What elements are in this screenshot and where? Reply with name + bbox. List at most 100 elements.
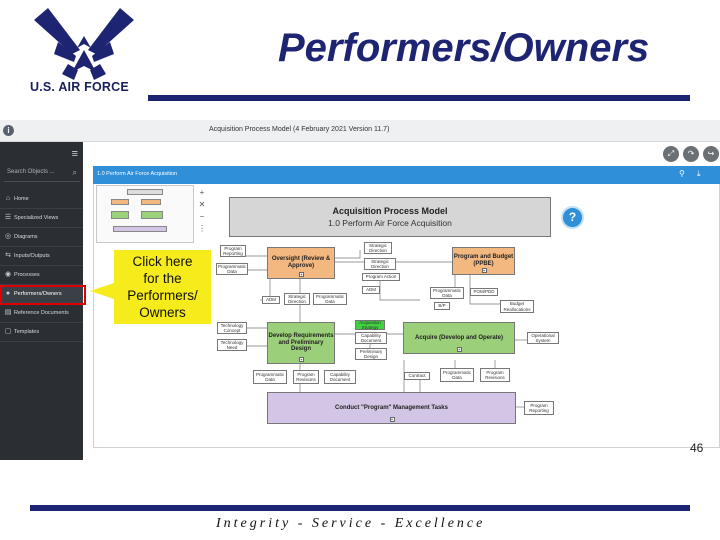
- user-icon: ●: [5, 290, 11, 297]
- flow-label[interactable]: Programmatic Data: [253, 370, 287, 384]
- flow-label[interactable]: Program Action: [362, 273, 400, 281]
- flow-label[interactable]: Budget Reallocations: [500, 300, 534, 313]
- info-icon[interactable]: i: [3, 125, 14, 136]
- oversight-process-box[interactable]: Oversight (Review & Approve) +: [267, 247, 335, 279]
- flow-label[interactable]: Strategic Direction: [364, 258, 396, 270]
- callout-line: Click here: [132, 254, 193, 269]
- callout-line: for the: [143, 271, 182, 286]
- location-pin-icon[interactable]: ⚲: [679, 169, 685, 178]
- callout-text: Click here for the Performers/ Owners: [114, 253, 211, 321]
- thumbnail-block: [113, 226, 167, 232]
- diagram-thumbnail[interactable]: [96, 185, 194, 243]
- sidebar: ≡ Search Objects ... ⌕ ⌂ Home ☰ Speciali…: [0, 142, 83, 460]
- flow-label[interactable]: Capability Document: [324, 370, 356, 384]
- document-icon: ▤: [4, 309, 12, 316]
- flow-label[interactable]: POM/PDD: [470, 288, 498, 296]
- flow-label[interactable]: ADM: [262, 296, 280, 304]
- flow-label[interactable]: Preliminary Design: [355, 348, 387, 360]
- home-icon: ⌂: [5, 195, 11, 202]
- search-placeholder: Search Objects ...: [7, 169, 55, 175]
- sidebar-item-label: Diagrams: [14, 234, 38, 240]
- performers-owners-highlight: [0, 285, 86, 305]
- develop-process-box[interactable]: Develop Requirements and Preliminary Des…: [267, 322, 335, 364]
- diagram-header-title: Acquisition Process Model: [332, 206, 448, 216]
- diagram-header-subtitle: 1.0 Perform Air Force Acquisition: [328, 218, 452, 228]
- expand-icon[interactable]: +: [481, 268, 487, 273]
- flow-label[interactable]: Programmatic Data: [216, 263, 248, 275]
- diagram-icon: ◎: [4, 233, 12, 240]
- template-icon: ▢: [4, 328, 12, 335]
- zoom-out-icon[interactable]: −: [199, 212, 205, 221]
- download-icon[interactable]: ⤓: [697, 169, 701, 178]
- sidebar-item-templates[interactable]: ▢ Templates: [0, 323, 83, 342]
- flow-label[interactable]: Programmatic Data: [430, 287, 464, 299]
- develop-label: Develop Requirements and Preliminary Des…: [268, 332, 334, 353]
- ppbe-label: Program and Budget (PPBE): [453, 254, 514, 267]
- acquire-label: Acquire (Develop and Operate): [414, 334, 504, 341]
- callout-line: Performers/: [127, 288, 198, 303]
- io-icon: ⇆: [5, 252, 11, 259]
- diagram-breadcrumb-bar: 1.0 Perform Air Force Acquisition ⚲ ⤓: [93, 166, 720, 184]
- sidebar-item-diagrams[interactable]: ◎ Diagrams: [0, 228, 83, 247]
- expand-icon[interactable]: +: [389, 417, 395, 422]
- sidebar-item-label: Processes: [14, 272, 40, 278]
- expand-icon[interactable]: +: [299, 272, 304, 277]
- sidebar-item-home[interactable]: ⌂ Home: [0, 190, 83, 209]
- redo-icon[interactable]: ↷: [683, 146, 699, 162]
- conduct-label: Conduct "Program" Management Tasks: [335, 404, 448, 411]
- expand-icon[interactable]: +: [457, 347, 462, 352]
- thumbnail-block: [141, 199, 161, 205]
- breadcrumb[interactable]: 1.0 Perform Air Force Acquisition: [97, 171, 178, 177]
- search-input[interactable]: Search Objects ... ⌕: [4, 166, 80, 182]
- sidebar-item-label: Inputs/Outputs: [14, 253, 50, 259]
- flow-label[interactable]: Contract: [404, 372, 430, 380]
- flow-label[interactable]: Technology Need: [217, 339, 247, 351]
- zoom-in-icon[interactable]: +: [199, 188, 205, 197]
- flow-label[interactable]: B/P: [434, 302, 450, 310]
- flow-label[interactable]: Program Reporting: [524, 401, 554, 415]
- expand-icon[interactable]: +: [299, 357, 304, 362]
- thumbnail-block: [111, 199, 129, 205]
- acquire-process-box[interactable]: Acquire (Develop and Operate) +: [403, 322, 515, 354]
- sidebar-item-reference-documents[interactable]: ▤ Reference Documents: [0, 304, 83, 323]
- sidebar-item-specialized-views[interactable]: ☰ Specialized Views: [0, 209, 83, 228]
- flow-label[interactable]: Strategic Direction: [364, 242, 392, 254]
- flow-label[interactable]: ADM: [362, 286, 380, 294]
- fit-icon[interactable]: ✕: [198, 200, 206, 209]
- flow-label[interactable]: Program Reporting: [220, 245, 246, 257]
- flow-label[interactable]: Program Revisions: [480, 368, 510, 382]
- ppbe-process-box[interactable]: Program and Budget (PPBE) +: [452, 247, 515, 275]
- diagram-header: Acquisition Process Model 1.0 Perform Ai…: [229, 197, 551, 237]
- flow-label-highlighted[interactable]: Acquisition Strategy: [355, 320, 385, 330]
- flow-label[interactable]: Technology Concept: [217, 322, 247, 334]
- flow-label[interactable]: Programmatic Data: [440, 368, 474, 382]
- conduct-process-box[interactable]: Conduct "Program" Management Tasks +: [267, 392, 516, 424]
- app-topbar: i Acquisition Process Model (4 February …: [0, 120, 720, 142]
- flow-label[interactable]: Strategic Direction: [284, 293, 310, 305]
- callout-box: [114, 250, 211, 324]
- help-icon[interactable]: ?: [561, 206, 584, 229]
- flow-label[interactable]: Operational System: [527, 332, 559, 344]
- title-rule: [148, 95, 690, 101]
- footer-rule: [30, 505, 690, 511]
- app-title: Acquisition Process Model (4 February 20…: [209, 126, 390, 133]
- sidebar-item-label: Performers/Owners: [14, 291, 62, 297]
- sidebar-item-inputs-outputs[interactable]: ⇆ Inputs/Outputs: [0, 247, 83, 266]
- search-icon[interactable]: ⌕: [72, 168, 77, 177]
- slide-title: Performers/Owners: [278, 26, 650, 70]
- thumbnail-block: [111, 211, 129, 219]
- flow-label[interactable]: Programmatic Data: [313, 293, 347, 305]
- hamburger-menu-icon[interactable]: ≡: [71, 148, 78, 160]
- more-icon[interactable]: ⋮: [198, 224, 206, 233]
- logo-text: U.S. AIR FORCE: [30, 80, 129, 94]
- sidebar-item-label: Home: [14, 196, 29, 202]
- forward-icon[interactable]: ↪: [703, 146, 719, 162]
- flow-label[interactable]: Program Revisions: [293, 370, 319, 384]
- expand-icon[interactable]: ⤢: [663, 146, 679, 162]
- flow-label[interactable]: Capability Document: [355, 332, 387, 344]
- sidebar-item-processes[interactable]: ◉ Processes: [0, 266, 83, 285]
- callout-line: Owners: [139, 305, 186, 320]
- sidebar-item-label: Reference Documents: [14, 310, 69, 316]
- process-icon: ◉: [4, 271, 12, 278]
